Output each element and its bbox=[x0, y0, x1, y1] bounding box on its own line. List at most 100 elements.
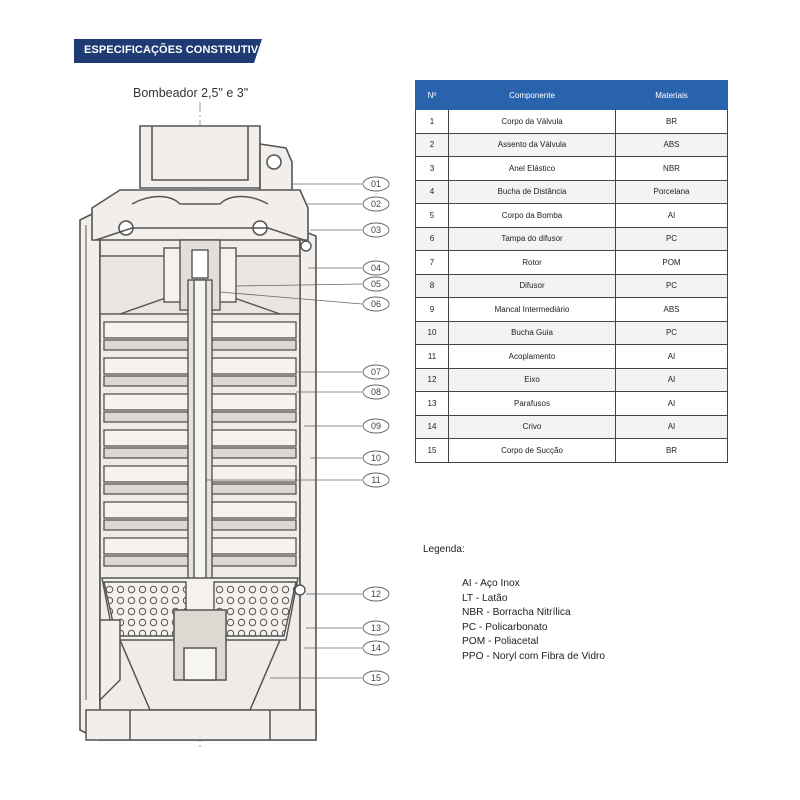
stage bbox=[103, 429, 297, 459]
svg-text:15: 15 bbox=[371, 673, 381, 683]
pump-shaft bbox=[187, 279, 213, 581]
legend-item: PPO - Noryl com Fibra de Vidro bbox=[462, 650, 606, 662]
cell-number: 2 bbox=[415, 132, 449, 157]
cell-component: Parafusos bbox=[448, 391, 616, 416]
strainer bbox=[101, 577, 306, 641]
svg-text:12: 12 bbox=[371, 589, 381, 599]
cell-component: Tampa do difusor bbox=[448, 226, 616, 251]
cell-component: Assento da Válvula bbox=[448, 132, 616, 157]
cell-number: 7 bbox=[415, 250, 449, 275]
callout-11: 11 bbox=[362, 472, 390, 488]
svg-text:05: 05 bbox=[371, 279, 381, 289]
cell-number: 1 bbox=[415, 109, 449, 134]
callout-08: 08 bbox=[362, 384, 390, 400]
callout-02: 02 bbox=[362, 196, 390, 212]
cell-number: 9 bbox=[415, 297, 449, 322]
cell-component: Corpo de Sucção bbox=[448, 438, 616, 463]
svg-text:13: 13 bbox=[371, 623, 381, 633]
legend-item: AI - Aço Inox bbox=[462, 578, 520, 589]
cell-component: Rotor bbox=[448, 250, 616, 275]
svg-text:14: 14 bbox=[371, 643, 381, 653]
cell-component: Difusor bbox=[448, 273, 616, 298]
cell-number: 6 bbox=[415, 226, 449, 251]
stage bbox=[103, 537, 297, 567]
cell-number: 8 bbox=[415, 273, 449, 298]
cell-material: POM bbox=[615, 250, 728, 275]
legend-item: LT - Latão bbox=[462, 592, 508, 604]
svg-text:10: 10 bbox=[371, 453, 381, 463]
svg-text:09: 09 bbox=[371, 421, 381, 431]
pump-stages bbox=[103, 321, 297, 567]
suction-body bbox=[85, 609, 317, 741]
callout-10: 10 bbox=[362, 450, 390, 466]
cell-number: 12 bbox=[415, 367, 449, 392]
cell-number: 13 bbox=[415, 391, 449, 416]
svg-text:07: 07 bbox=[371, 367, 381, 377]
svg-text:11: 11 bbox=[371, 475, 380, 485]
callout-01: 01 bbox=[362, 176, 390, 192]
cell-material: NBR bbox=[615, 156, 728, 181]
cell-material: AI bbox=[615, 203, 728, 228]
cell-material: BR bbox=[615, 109, 728, 134]
cell-material: AI bbox=[615, 367, 728, 392]
cell-component: Crivo bbox=[448, 414, 616, 439]
banner-shape bbox=[74, 39, 262, 63]
legend-item: PC - Policarbonato bbox=[462, 621, 548, 633]
stage bbox=[103, 321, 297, 351]
legend-item: NBR - Borracha Nitrílica bbox=[462, 607, 571, 619]
cell-number: 14 bbox=[415, 414, 449, 439]
diagram-subtitle: Bombeador 2,5" e 3" bbox=[133, 86, 249, 100]
cell-number: 3 bbox=[415, 156, 449, 181]
legend-title: Legenda: bbox=[423, 544, 465, 555]
cell-component: Corpo da Válvula bbox=[448, 109, 616, 134]
legend-list: AI - Aço Inox LT - Latão NBR - Borracha … bbox=[462, 577, 605, 665]
callout-07: 07 bbox=[362, 364, 390, 380]
callout-14: 14 bbox=[362, 640, 390, 656]
column-header-component: Componente bbox=[448, 80, 616, 110]
cell-material: AI bbox=[615, 414, 728, 439]
cell-number: 15 bbox=[415, 438, 449, 463]
cell-component: Anel Elástico bbox=[448, 156, 616, 181]
cell-material: Porcelana bbox=[615, 179, 728, 204]
callout-13: 13 bbox=[362, 620, 390, 636]
cell-component: Mancal Intermediário bbox=[448, 297, 616, 322]
callout-04: 04 bbox=[362, 260, 390, 276]
cell-number: 11 bbox=[415, 344, 449, 369]
svg-text:03: 03 bbox=[371, 225, 381, 235]
pump-cross-section-diagram: 01 02 03 04 05 06 07 08 09 10 11 12 13 1… bbox=[79, 102, 390, 750]
cell-material: PC bbox=[615, 320, 728, 345]
column-header-number: Nº bbox=[415, 80, 449, 110]
svg-text:06: 06 bbox=[371, 299, 381, 309]
svg-text:04: 04 bbox=[371, 263, 381, 273]
table-header-row: Nº Componente Materiais bbox=[415, 80, 728, 110]
callout-06: 06 bbox=[362, 296, 390, 312]
cell-component: Eixo bbox=[448, 367, 616, 392]
cell-number: 4 bbox=[415, 179, 449, 204]
cell-material: PC bbox=[615, 273, 728, 298]
callout-05: 05 bbox=[362, 276, 390, 292]
cell-component: Corpo da Bomba bbox=[448, 203, 616, 228]
cell-number: 10 bbox=[415, 320, 449, 345]
cell-material: ABS bbox=[615, 132, 728, 157]
cell-component: Acoplamento bbox=[448, 344, 616, 369]
stage bbox=[103, 501, 297, 531]
cell-number: 5 bbox=[415, 203, 449, 228]
cell-material: ABS bbox=[615, 297, 728, 322]
cell-component: Bucha Guia bbox=[448, 320, 616, 345]
cell-material: PC bbox=[615, 226, 728, 251]
svg-text:08: 08 bbox=[371, 387, 381, 397]
